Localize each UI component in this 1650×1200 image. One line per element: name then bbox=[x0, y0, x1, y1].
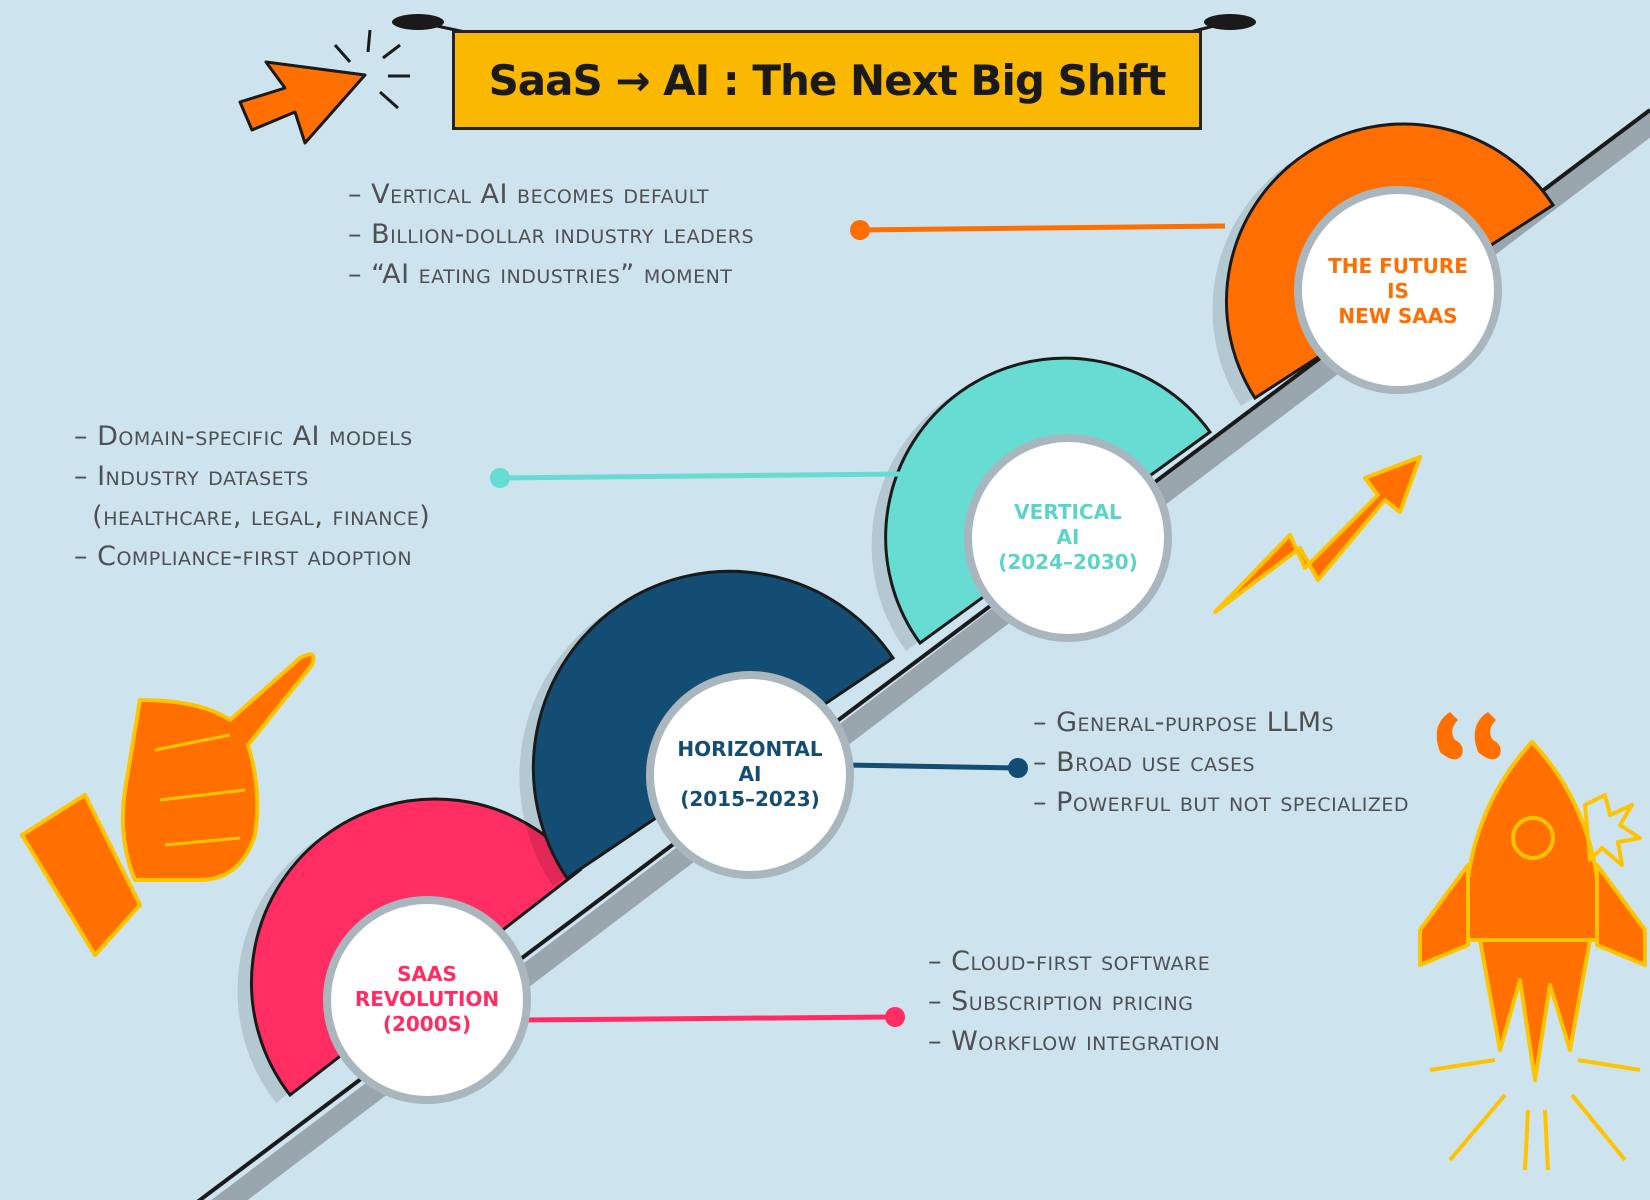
saas-connector bbox=[519, 1014, 896, 1023]
cursor-arrow-icon bbox=[238, 29, 410, 145]
list-item: Subscription pricing bbox=[928, 982, 1220, 1022]
vertical-label-line: (2024–2030) bbox=[998, 550, 1138, 574]
saas-label-line: SAAS bbox=[397, 962, 457, 986]
list-item: Powerful but not specialized bbox=[1033, 783, 1409, 823]
list-item: Compliance-first adoption bbox=[74, 537, 430, 577]
list-item: Billion-dollar industry leaders bbox=[348, 215, 754, 255]
vertical-stage-label: VERTICAL AI (2024–2030) bbox=[968, 500, 1168, 575]
future-stage-label: THE FUTURE IS NEW SAAS bbox=[1298, 254, 1498, 329]
list-item: Cloud-first software bbox=[928, 942, 1220, 982]
horizontal-bullet-list: General-purpose LLMs Broad use cases Pow… bbox=[1033, 703, 1409, 823]
future-connector bbox=[859, 223, 1226, 233]
saas-label-line: (2000s) bbox=[382, 1012, 472, 1036]
list-item: “AI eating industries” moment bbox=[348, 255, 754, 295]
list-item: Vertical AI becomes default bbox=[348, 175, 754, 215]
future-label-line: IS bbox=[1387, 279, 1409, 303]
lightning-arrow-icon bbox=[1213, 455, 1422, 614]
saas-label-line: REVOLUTION bbox=[354, 987, 500, 1011]
vertical-label-line: VERTICAL bbox=[1014, 500, 1122, 524]
saas-bullet-list: Cloud-first software Subscription pricin… bbox=[928, 942, 1220, 1062]
future-connector-dot bbox=[850, 220, 870, 240]
horizontal-connector-dot bbox=[1008, 758, 1028, 778]
future-label-line: NEW SAAS bbox=[1338, 304, 1458, 328]
vertical-connector-dot bbox=[490, 468, 510, 488]
horizontal-stage-label: HORIZONTAL AI (2015–2023) bbox=[650, 737, 850, 812]
list-item: General-purpose LLMs bbox=[1033, 703, 1409, 743]
vertical-connector bbox=[499, 471, 906, 481]
vertical-badge bbox=[964, 434, 1172, 642]
future-badge bbox=[1294, 186, 1502, 394]
saas-connector-dot bbox=[885, 1007, 905, 1027]
horizontal-label-line: (2015–2023) bbox=[680, 787, 820, 811]
saas-stage-label: SAAS REVOLUTION (2000s) bbox=[327, 962, 527, 1037]
vertical-bullet-list: Domain-specific AI models Industry datas… bbox=[74, 417, 430, 577]
list-item: (healthcare, legal, finance) bbox=[92, 501, 431, 532]
quote-mark-icon bbox=[1436, 712, 1501, 760]
list-item: Broad use cases bbox=[1033, 743, 1409, 783]
horizontal-label-line: AI bbox=[738, 762, 762, 786]
rocket-icon bbox=[1418, 740, 1647, 1171]
title-banner: SaaS → AI : The Next Big Shift bbox=[452, 30, 1202, 130]
list-item: Domain-specific AI models bbox=[74, 417, 430, 457]
list-item: Workflow integration bbox=[928, 1022, 1220, 1062]
horizontal-badge bbox=[646, 671, 854, 879]
saas-badge bbox=[323, 896, 531, 1104]
future-label-line: THE FUTURE bbox=[1328, 254, 1468, 278]
page-title: SaaS → AI : The Next Big Shift bbox=[488, 55, 1167, 105]
horizontal-label-line: HORIZONTAL bbox=[677, 737, 823, 761]
horizontal-connector bbox=[844, 762, 1019, 771]
future-bullet-list: Vertical AI becomes default Billion-doll… bbox=[348, 175, 754, 295]
vertical-label-line: AI bbox=[1056, 525, 1080, 549]
list-item: Industry datasets bbox=[74, 457, 430, 497]
spark-icon bbox=[1583, 793, 1642, 867]
pointing-hand-icon bbox=[20, 652, 316, 957]
